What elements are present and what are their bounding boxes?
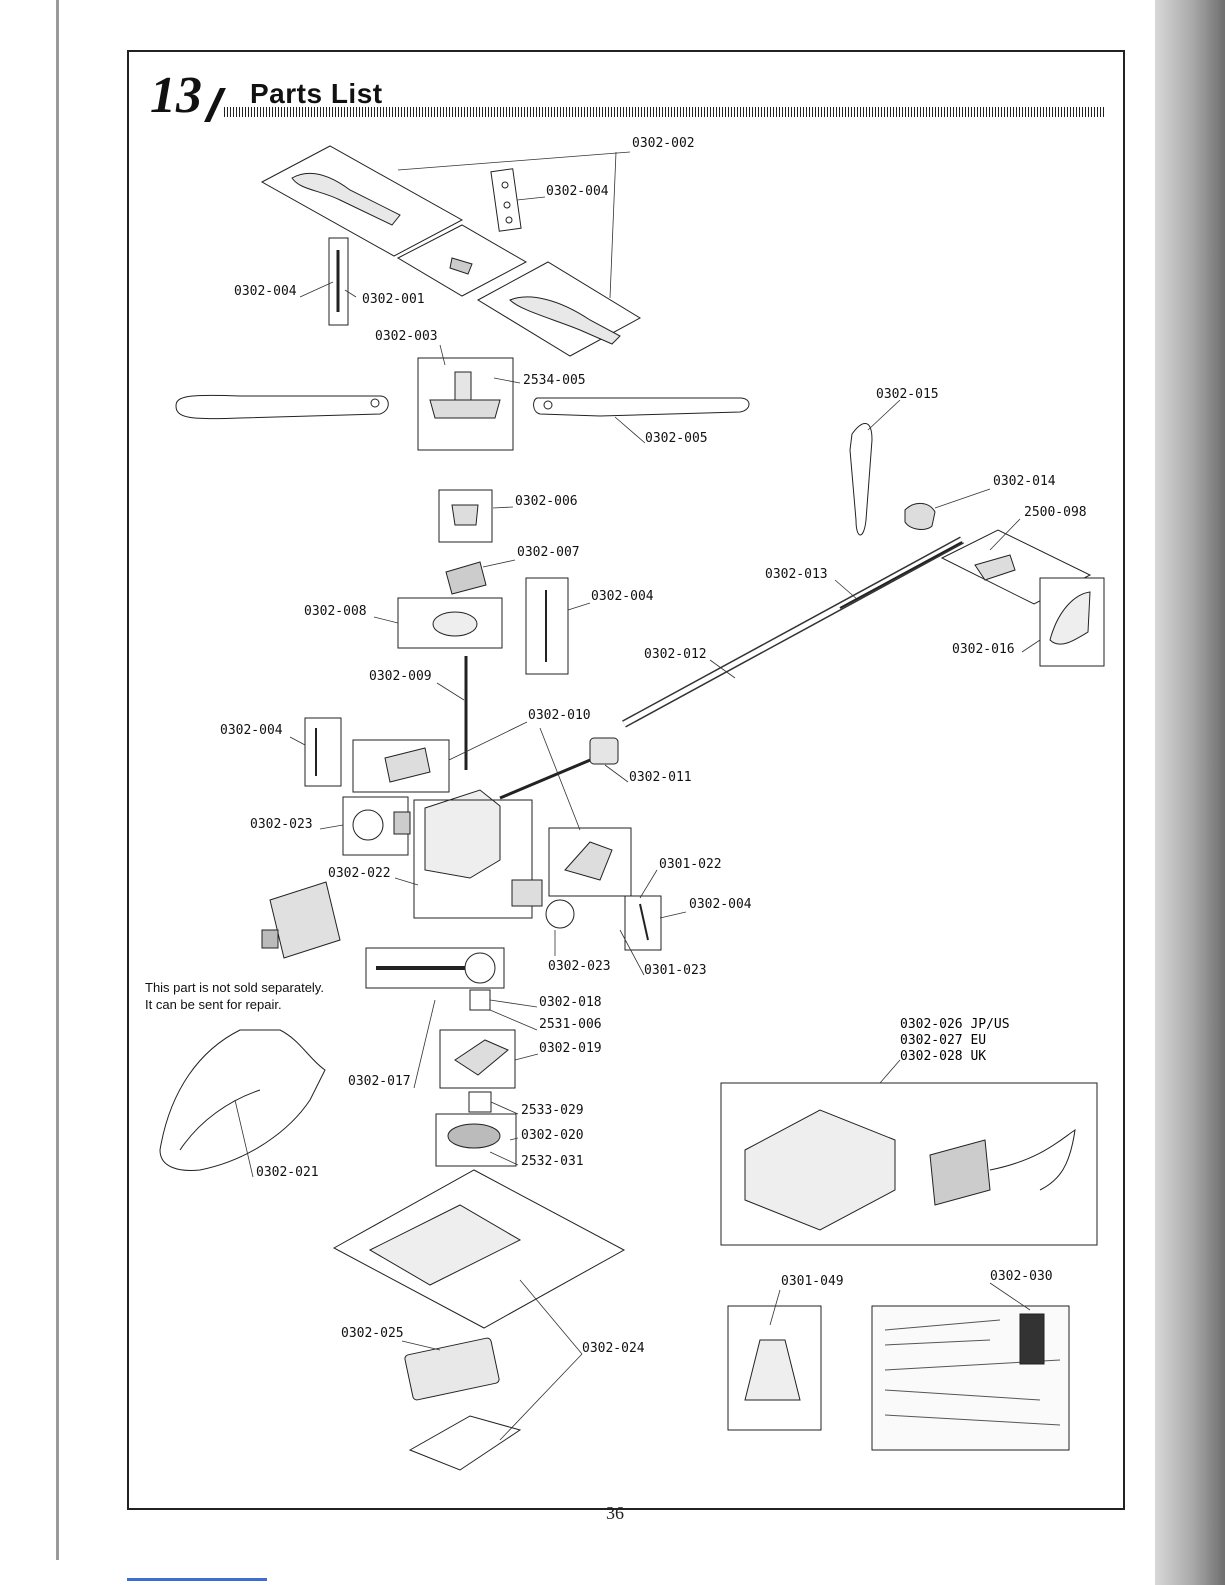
charger-part-numbers: 0302-026 JP/US 0302-027 EU 0302-028 UK	[900, 1017, 1010, 1065]
repair-note-line1: This part is not sold separately.	[145, 980, 324, 995]
part-label: 2534-005	[523, 373, 586, 388]
repair-note-line2: It can be sent for repair.	[145, 997, 282, 1012]
part-label: 0302-004	[591, 589, 654, 604]
part-label: 0302-018	[539, 995, 602, 1010]
part-label: 0301-023	[644, 963, 707, 978]
part-label: 0302-004	[689, 897, 752, 912]
part-label: 0302-030	[990, 1269, 1053, 1284]
part-label: 0302-023	[548, 959, 611, 974]
part-label: 0301-022	[659, 857, 722, 872]
scan-edge-right	[1155, 0, 1225, 1585]
part-label: 0302-017	[348, 1074, 411, 1089]
part-label: 0302-012	[644, 647, 707, 662]
part-label: 0302-009	[369, 669, 432, 684]
part-label: 0302-022	[328, 866, 391, 881]
part-label: 0302-025	[341, 1326, 404, 1341]
part-label: 2531-006	[539, 1017, 602, 1032]
part-label: 0302-020	[521, 1128, 584, 1143]
page-frame	[127, 50, 1125, 1510]
header-rule	[224, 107, 1104, 117]
part-label: 0302-008	[304, 604, 367, 619]
scan-edge-left	[56, 0, 59, 1560]
part-label: 0302-027 EU	[900, 1033, 987, 1048]
part-label: 0302-015	[876, 387, 939, 402]
section-number: 13	[150, 67, 202, 124]
part-label: 0302-004	[546, 184, 609, 199]
part-label: 0302-019	[539, 1041, 602, 1056]
part-label: 0302-004	[234, 284, 297, 299]
part-label: 0302-004	[220, 723, 283, 738]
part-label: 0302-003	[375, 329, 438, 344]
part-label: 0302-010	[528, 708, 591, 723]
part-label: 0302-007	[517, 545, 580, 560]
part-label: 0302-006	[515, 494, 578, 509]
part-label: 0302-002	[632, 136, 695, 151]
part-label: 0302-024	[582, 1341, 645, 1356]
upper-frame-plate-illustration	[260, 145, 464, 257]
part-label: 0302-021	[256, 1165, 319, 1180]
part-label: 0302-011	[629, 770, 692, 785]
part-label: 2533-029	[521, 1103, 584, 1118]
scan-artifact-bar	[127, 1578, 267, 1581]
part-label: 0302-013	[765, 567, 828, 582]
page-number: 36	[606, 1503, 624, 1523]
part-label: 0302-023	[250, 817, 313, 832]
part-label: 2532-031	[521, 1154, 584, 1169]
part-label: 0302-001	[362, 292, 425, 307]
part-label: 0302-005	[645, 431, 708, 446]
repair-note: This part is not sold separately. It can…	[145, 979, 324, 1013]
part-label: 0302-014	[993, 474, 1056, 489]
part-label: 0302-028 UK	[900, 1049, 987, 1064]
part-label: 0302-026 JP/US	[900, 1017, 1010, 1032]
part-label: 0301-049	[781, 1274, 844, 1289]
page-title: Parts List	[250, 78, 383, 109]
part-label: 2500-098	[1024, 505, 1087, 520]
part-label: 0302-016	[952, 642, 1015, 657]
